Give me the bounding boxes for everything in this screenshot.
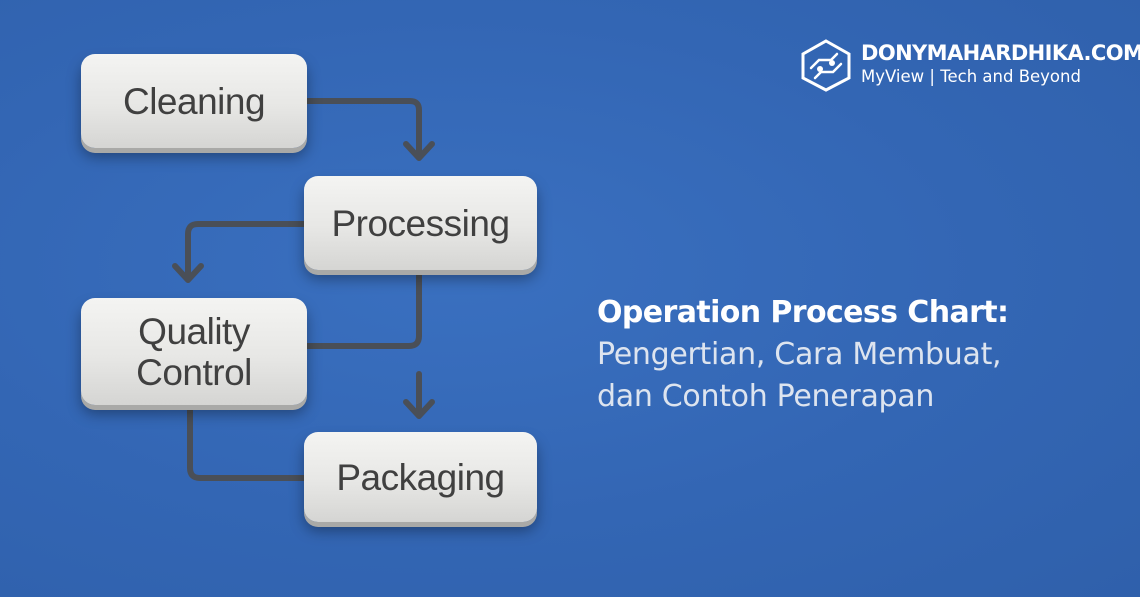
arrowhead-packaging — [403, 399, 435, 419]
edge-cleaning-processing — [304, 98, 422, 155]
node-quality-control: Quality Control — [81, 298, 307, 405]
edge-processing-quality — [185, 221, 307, 277]
headline-subtitle-line2: dan Contoh Penerapan — [597, 379, 935, 414]
node-processing: Processing — [304, 176, 537, 270]
brand-block[interactable]: DONYMAHARDHIKA.COM MyView | Tech and Bey… — [797, 38, 1140, 92]
arrowhead-quality — [172, 263, 204, 283]
brand-name: DONYMAHARDHIKA.COM — [861, 41, 1140, 65]
brand-logo-icon — [801, 39, 851, 92]
headline-title: Operation Process Chart: — [597, 295, 1009, 330]
edge-processing-down — [304, 267, 422, 349]
node-cleaning: Cleaning — [81, 54, 307, 148]
edge-quality-packaging — [187, 402, 307, 481]
arrowhead-processing — [403, 141, 435, 161]
node-packaging: Packaging — [304, 432, 537, 522]
headline-subtitle-line1: Pengertian, Cara Membuat, — [597, 337, 1002, 372]
headline: Operation Process Chart: Pengertian, Car… — [597, 292, 1127, 418]
brand-tagline: MyView | Tech and Beyond — [861, 67, 1081, 86]
